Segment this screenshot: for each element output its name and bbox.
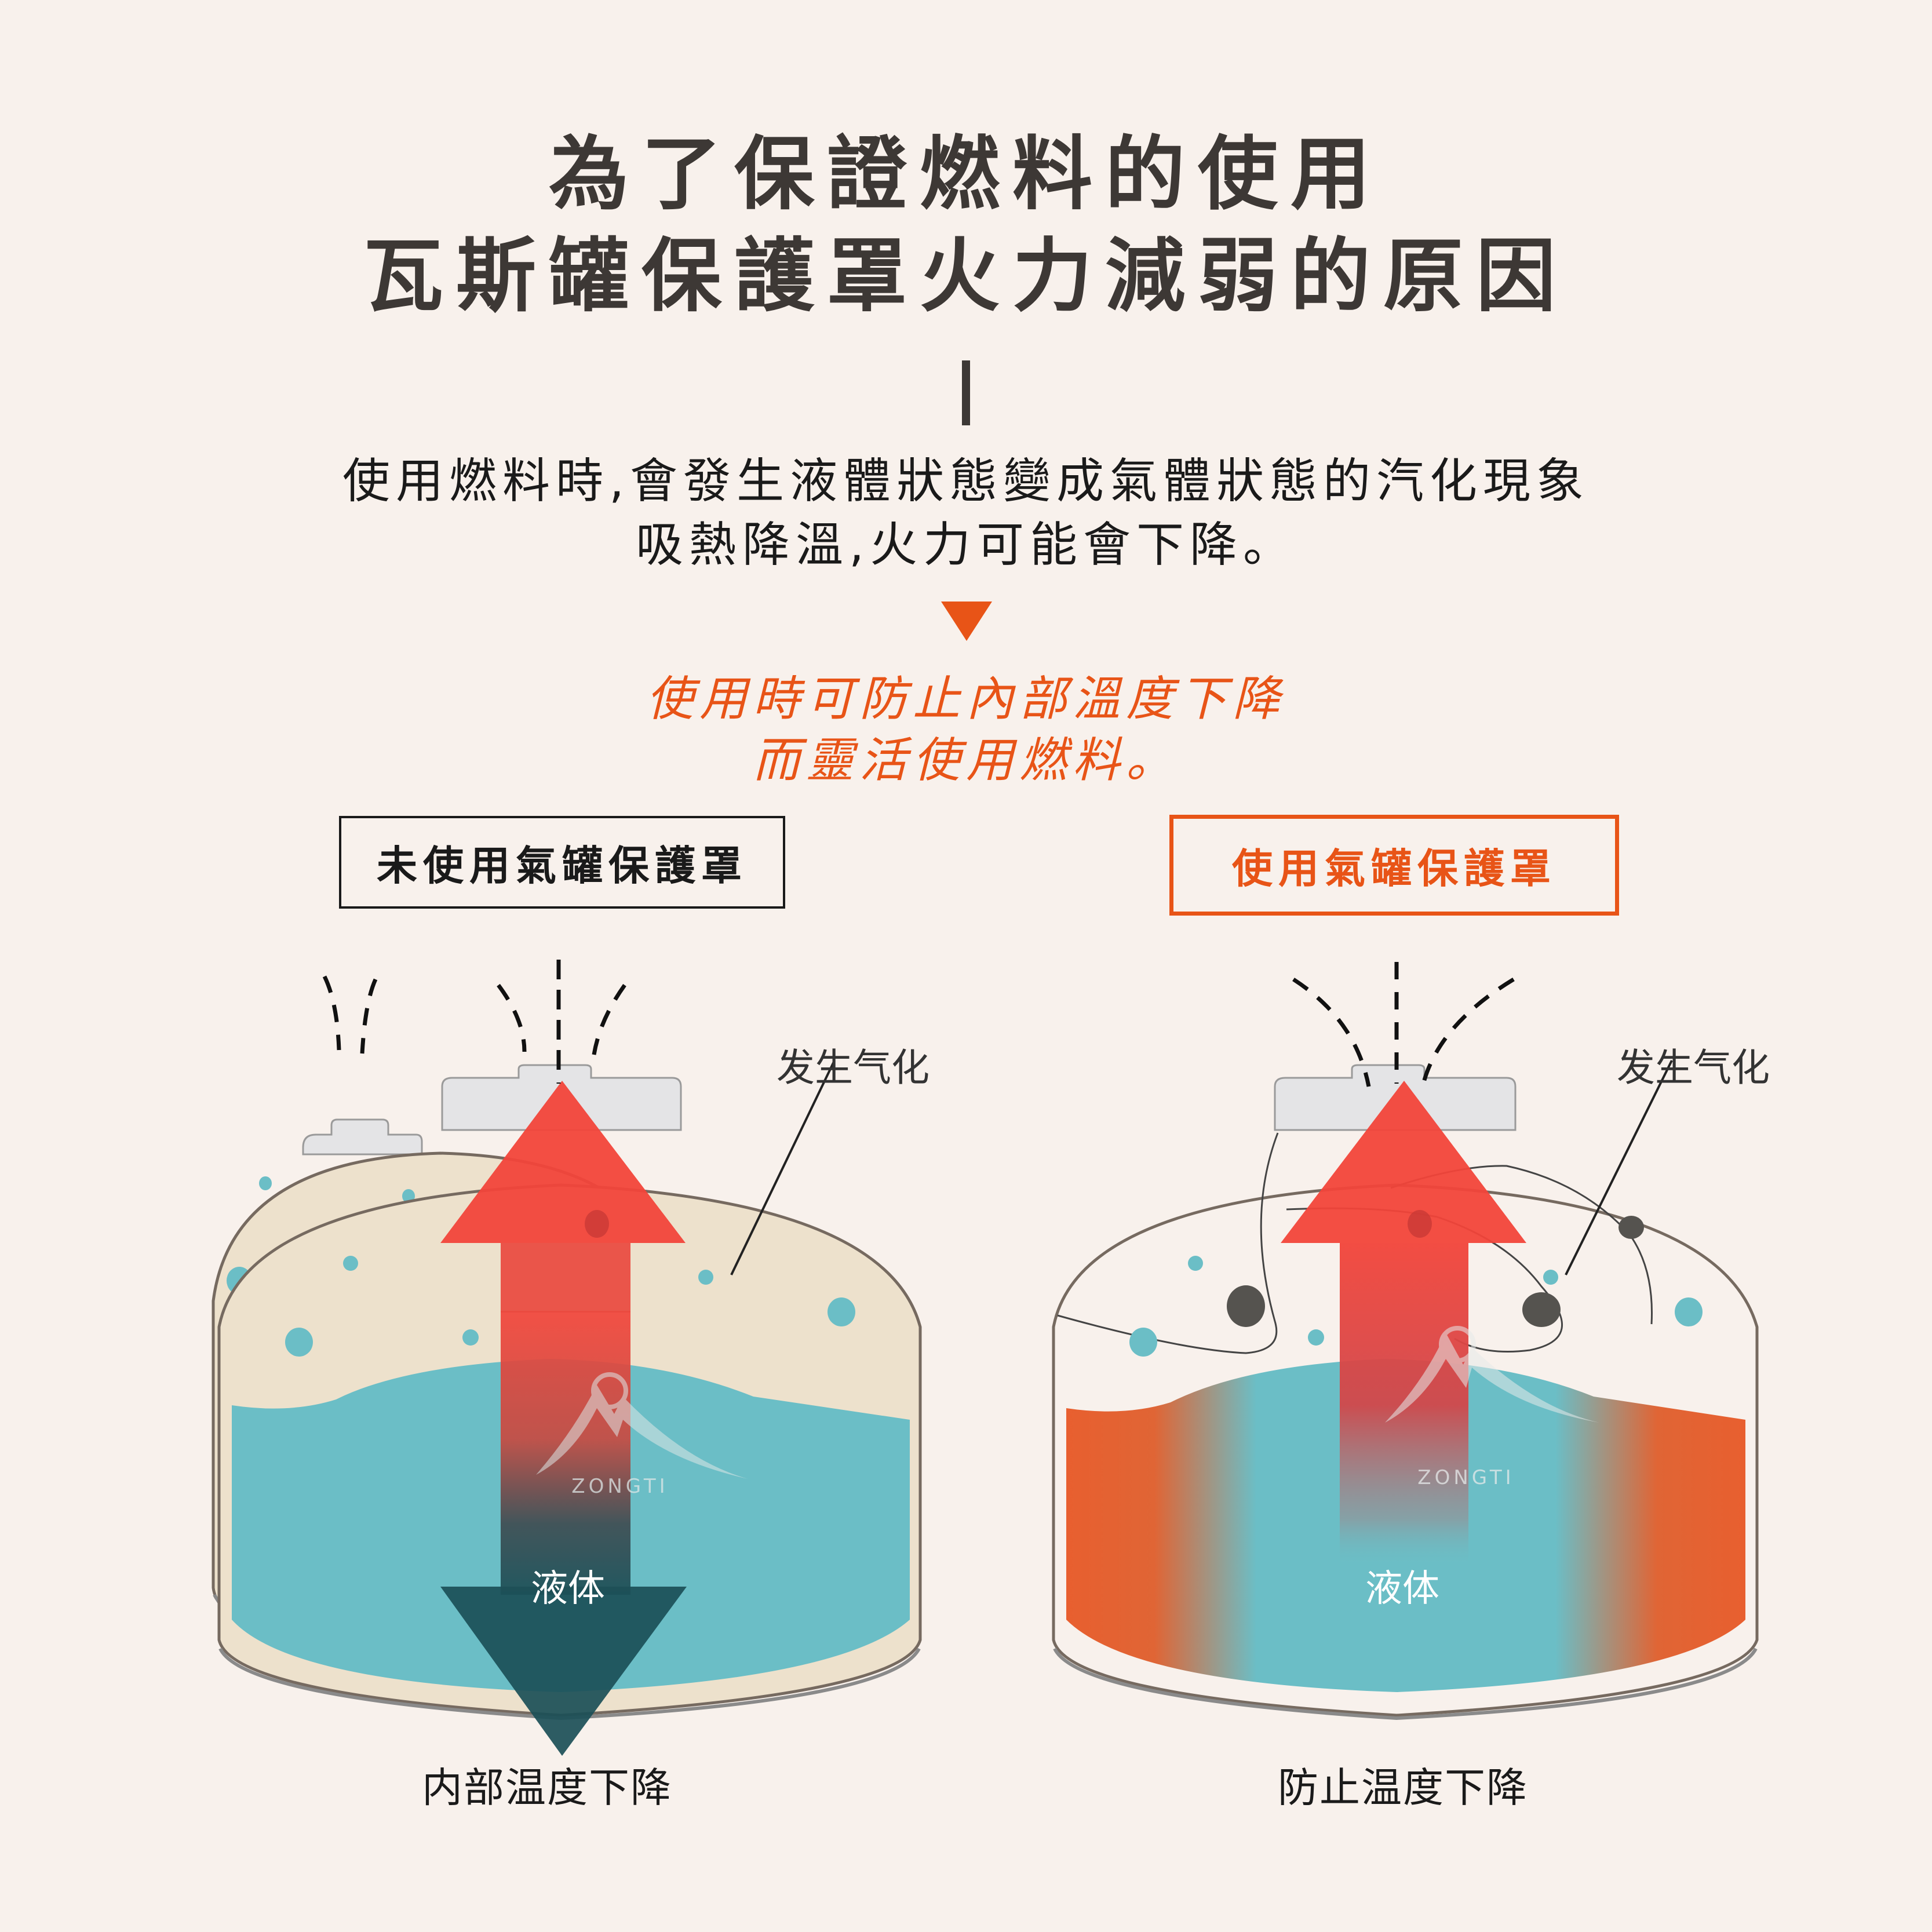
valve-icon (302, 1118, 423, 1155)
label-with-cover-text: 使用氣罐保護罩 (1232, 844, 1556, 892)
conclusion-line1: 使用時可防止內部溫度下降 (646, 672, 1286, 727)
up-arrow-icon (1281, 1081, 1526, 1243)
down-triangle-icon (941, 602, 992, 641)
annotation-leader-line (1565, 1060, 1673, 1275)
right-liquid-label: 液体 (1365, 1568, 1439, 1610)
conclusion-line2: 而靈活使用燃料。 (753, 733, 1179, 788)
gas-bubbles (285, 1256, 855, 1357)
vapor-lines-icon (497, 962, 626, 1084)
label-without-cover: 未使用氣罐保護罩 (339, 816, 785, 909)
right-canister (1052, 962, 1759, 1720)
gas-molecules (1227, 1216, 1644, 1327)
left-canister (217, 962, 922, 1756)
right-caption: 防止温度下降 (1278, 1764, 1528, 1811)
left-watermark: ZONGTI (571, 1475, 669, 1498)
vapor-lines-icon (1292, 962, 1515, 1087)
explanation-line1: 使用燃料時,會發生液體狀態變成氣體狀態的汽化現象 (342, 454, 1590, 509)
right-annotation-vaporization: 发生气化 (1617, 1045, 1770, 1090)
left-annotation-vaporization: 发生气化 (777, 1045, 929, 1090)
zongti-logo-icon (1385, 1326, 1599, 1423)
label-with-cover: 使用氣罐保護罩 (1169, 815, 1619, 916)
up-arrow-icon (440, 1081, 686, 1243)
right-watermark: ZONGTI (1417, 1466, 1515, 1489)
down-arrow-icon (440, 1587, 687, 1756)
label-without-cover-text: 未使用氣罐保護罩 (377, 841, 748, 890)
gas-bubbles (1129, 1256, 1703, 1357)
left-caption: 内部温度下降 (422, 1764, 672, 1811)
divider-bar (962, 360, 970, 425)
explanation-line2: 吸熱降溫,火力可能會下降。 (635, 517, 1297, 573)
annotation-leader-line (730, 1060, 836, 1275)
left-liquid-label: 液体 (531, 1568, 605, 1610)
page-title-line1: 為了保證燃料的使用 (548, 127, 1383, 221)
zongti-logo-icon (536, 1372, 748, 1479)
page-title-line2: 瓦斯罐保護罩火力減弱的原因 (363, 229, 1569, 323)
